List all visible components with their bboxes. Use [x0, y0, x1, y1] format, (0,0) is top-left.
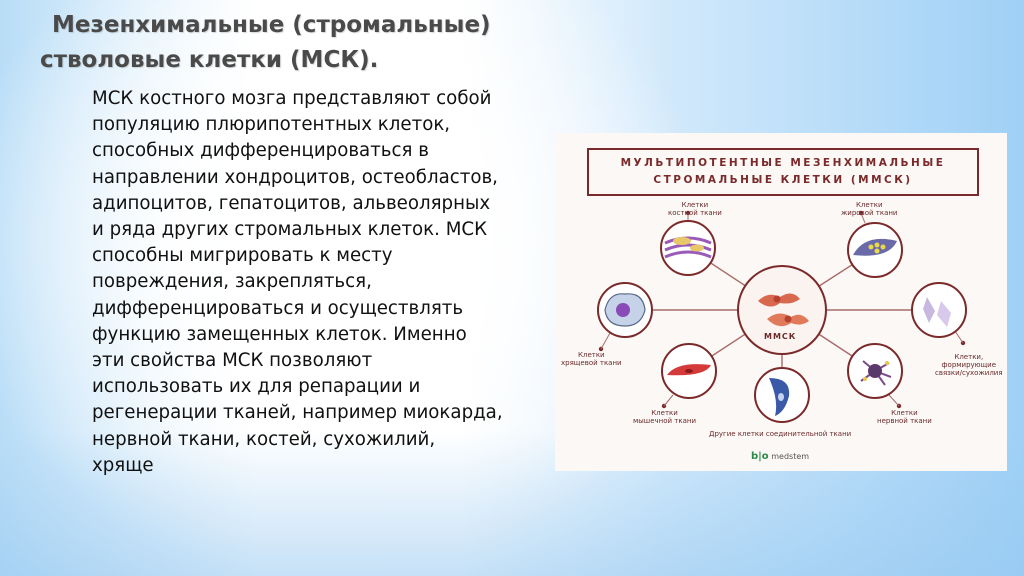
label-bone-cells: Клетки костной ткани [668, 201, 722, 217]
diagram-title-box: МУЛЬТИПОТЕНТНЫЕ МЕЗЕНХИМАЛЬНЫЕ СТРОМАЛЬН… [587, 148, 979, 196]
label-nerve-cells: Клетки нервной ткани [877, 409, 932, 425]
body-line: нервной ткани, костей, сухожилий, [92, 428, 436, 450]
label-line: формирующие [941, 361, 997, 369]
logo-text: medstem [771, 452, 810, 461]
nerve-cell-circle [847, 343, 903, 399]
label-line: Клетки [855, 201, 883, 209]
label-cartilage-cells: Клетки хрящевой ткани [561, 351, 622, 367]
label-line: Клетки [651, 409, 678, 417]
label-muscle-cells: Клетки мышечной ткани [633, 409, 696, 425]
label-other-connective-cells: Другие клетки соединительной ткани [709, 430, 852, 438]
cartilage-cell-circle [597, 282, 653, 338]
bone-cell-circle [660, 220, 716, 276]
body-line: способных дифференцироваться в [92, 140, 429, 162]
body-line: МСК костного мозга представляют собой [92, 88, 492, 109]
label-fat-cells: Клетки жировой ткани [841, 201, 898, 217]
body-line: функцию замещенных клеток. Именно [92, 323, 467, 345]
slide-title: Мезенхимальные (стромальные) стволовые к… [40, 8, 560, 78]
label-line: нервной ткани [877, 417, 932, 425]
body-line: адипоцитов, гепатоцитов, альвеолярных [92, 192, 491, 214]
label-line: жировой ткани [841, 209, 898, 217]
connective-cell-circle [754, 367, 810, 423]
tendon-cell-circle [911, 282, 967, 338]
body-line: популяцию плюрипотентных клеток, [92, 114, 451, 136]
label-line: Клетки [681, 201, 709, 209]
body-line: повреждения, закрепляться, [92, 271, 372, 293]
body-line: и ряда других стромальных клеток. МСК [92, 219, 488, 241]
diagram-title-line-1: МУЛЬТИПОТЕНТНЫЕ МЕЗЕНХИМАЛЬНЫЕ [620, 157, 946, 169]
muscle-cell-circle [661, 343, 717, 399]
label-line: Клетки [578, 351, 605, 359]
body-line: дифференцироваться и осуществлять [92, 297, 464, 319]
slide-title-line-1: Мезенхимальные (стромальные) [52, 12, 491, 38]
center-msc-circle [737, 265, 827, 355]
label-line: связки/сухожилия [935, 369, 1003, 377]
slide-title-line-2: стволовые клетки (МСК). [40, 47, 379, 73]
diagram-title-line-2: СТРОМАЛЬНЫЕ КЛЕТКИ (ММСК) [653, 174, 913, 186]
label-line: Клетки [891, 409, 918, 417]
fat-cell-circle [847, 222, 903, 278]
body-line: использовать их для репарации и [92, 376, 421, 398]
label-line: мышечной ткани [633, 417, 697, 425]
diagram-graphic [597, 210, 967, 423]
body-line: эти свойства МСК позволяют [92, 350, 373, 372]
slide-body-text: МСК костного мозга представляют собой по… [92, 86, 562, 479]
body-line: способны мигрировать к месту [92, 245, 393, 267]
center-label: ММСК [764, 332, 797, 341]
msc-diagram: МУЛЬТИПОТЕНТНЫЕ МЕЗЕНХИМАЛЬНЫЕ СТРОМАЛЬН… [555, 133, 1007, 471]
label-line: Клетки, [954, 353, 984, 361]
body-line: регенерации тканей, например миокарда, [92, 402, 503, 424]
logo-mark: b|o [751, 451, 769, 462]
label-tendon-cells: Клетки, формирующие связки/сухожилия [935, 353, 1003, 377]
medstem-logo: b|o medstem [751, 451, 809, 462]
label-line: костной ткани [668, 209, 722, 217]
label-leader-lines [600, 212, 964, 407]
body-line: направлении хондроцитов, остеобластов, [92, 166, 498, 188]
label-line: хрящевой ткани [561, 359, 622, 367]
body-line: хряще [92, 454, 154, 476]
